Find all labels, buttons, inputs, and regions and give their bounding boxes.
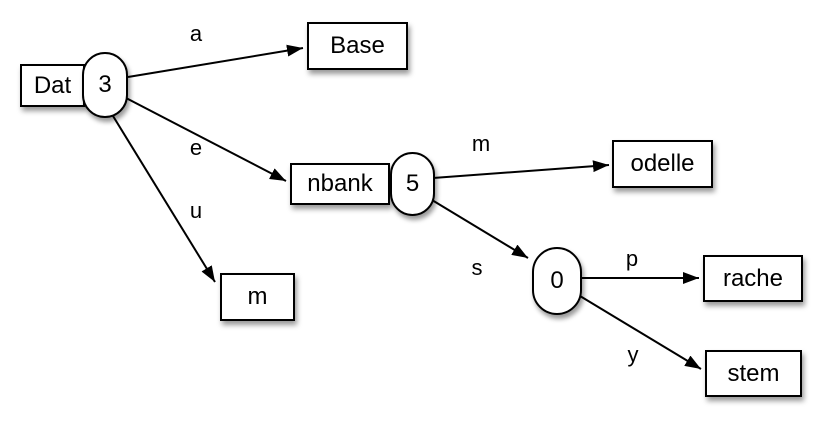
- edge-label-s: s: [471, 255, 483, 280]
- node-base-label: Base: [330, 32, 385, 59]
- edge-e-line: [125, 97, 287, 182]
- node-nbank: nbank: [290, 163, 390, 205]
- node-nbank-label: nbank: [307, 170, 373, 197]
- edge-label-p: p: [625, 246, 639, 271]
- node-m: m: [220, 273, 295, 321]
- node-odelle: odelle: [612, 140, 713, 188]
- node-stem: stem: [705, 350, 802, 397]
- node-base: Base: [307, 22, 408, 70]
- node-5: 5: [390, 152, 435, 216]
- node-m-label: m: [247, 283, 268, 310]
- node-3: 3: [82, 52, 128, 118]
- node-dat-label: Dat: [33, 71, 72, 99]
- edge-a-line: [127, 44, 304, 78]
- edge-m-line: [432, 160, 610, 179]
- node-odelle-label: odelle: [630, 150, 695, 177]
- edge-label-m: m: [471, 131, 491, 156]
- edge-label-u: u: [189, 198, 203, 223]
- node-0-label: 0: [550, 267, 564, 294]
- edge-u-line: [112, 115, 216, 283]
- edge-label-a: a: [189, 21, 203, 46]
- node-5-label: 5: [405, 170, 420, 197]
- node-rache-label: rache: [722, 264, 784, 292]
- node-rache: rache: [703, 255, 803, 302]
- edge-y-line: [579, 295, 702, 370]
- edge-label-e: e: [189, 135, 203, 160]
- edge-label-y: y: [627, 342, 639, 367]
- node-stem-label: stem: [727, 359, 780, 387]
- node-dat: Dat: [20, 64, 85, 107]
- edge-s-line: [431, 199, 529, 259]
- node-0: 0: [532, 247, 582, 315]
- node-3-label: 3: [98, 71, 112, 98]
